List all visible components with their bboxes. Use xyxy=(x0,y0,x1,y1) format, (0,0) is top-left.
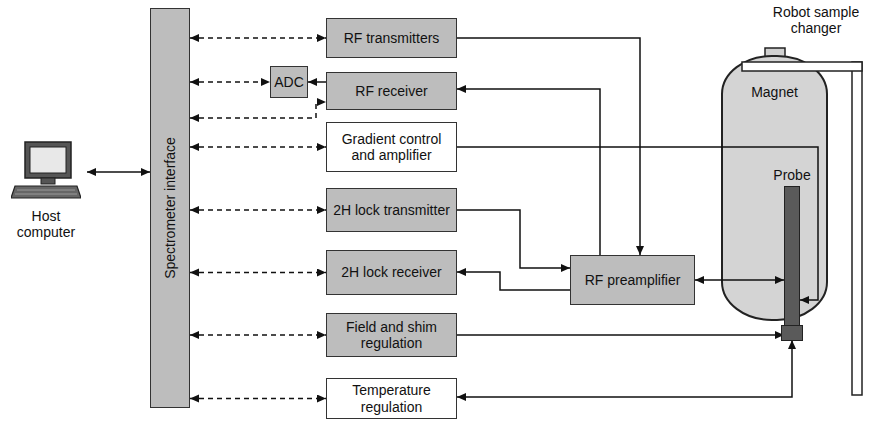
connector xyxy=(190,209,326,211)
connector xyxy=(457,272,570,290)
magnet-neck xyxy=(765,48,785,58)
connector xyxy=(457,340,792,397)
connector xyxy=(695,279,784,281)
node-label: Gradient control and amplifier xyxy=(327,131,456,163)
connector xyxy=(87,171,150,173)
node-label: Temperature regulation xyxy=(327,382,456,414)
node-label: Field and shim regulation xyxy=(327,319,456,351)
node-label: Spectrometer interface xyxy=(162,137,178,279)
node-label: Magnet xyxy=(722,84,827,100)
node-label: Robot sample changer xyxy=(762,4,870,36)
process-box: ADC xyxy=(270,66,308,98)
node-label: 2H lock transmitter xyxy=(329,202,454,218)
process-box: Temperature regulation xyxy=(326,378,457,419)
node-label: Probe xyxy=(773,167,810,183)
process-box: Field and shim regulation xyxy=(326,313,457,357)
node-label: ADC xyxy=(270,74,308,90)
connector xyxy=(457,334,784,336)
connector xyxy=(190,398,326,400)
node-label: Host computer xyxy=(5,208,87,240)
process-box: RF preamplifier xyxy=(570,255,695,305)
computer-icon xyxy=(11,140,81,202)
process-box: RF transmitters xyxy=(326,18,457,58)
host-computer: Host computer xyxy=(5,140,87,244)
process-box: 2H lock transmitter xyxy=(326,188,457,232)
connector xyxy=(190,334,326,336)
robot-arm xyxy=(742,62,862,71)
magnet: MagnetProbe xyxy=(722,56,827,320)
interface-band: Spectrometer interface xyxy=(150,8,190,408)
connector xyxy=(190,81,270,83)
connector xyxy=(457,147,818,300)
node-label: RF preamplifier xyxy=(581,272,685,288)
robot-sample-changer: Robot sample changer xyxy=(762,4,870,44)
connector xyxy=(457,210,570,268)
connector xyxy=(190,102,326,118)
process-box: 2H lock receiver xyxy=(326,250,457,295)
connector xyxy=(308,81,326,83)
node-label: RF transmitters xyxy=(340,30,444,46)
connector xyxy=(190,272,326,274)
node-label: RF receiver xyxy=(351,83,431,99)
probe-base xyxy=(781,325,803,341)
process-box: RF receiver xyxy=(326,72,457,110)
connector xyxy=(457,89,600,255)
connector xyxy=(190,146,326,148)
probe: Probe xyxy=(784,186,800,340)
connector xyxy=(190,37,326,39)
robot-column xyxy=(852,62,862,395)
node-label: 2H lock receiver xyxy=(337,264,445,280)
process-box: Gradient control and amplifier xyxy=(326,122,457,172)
